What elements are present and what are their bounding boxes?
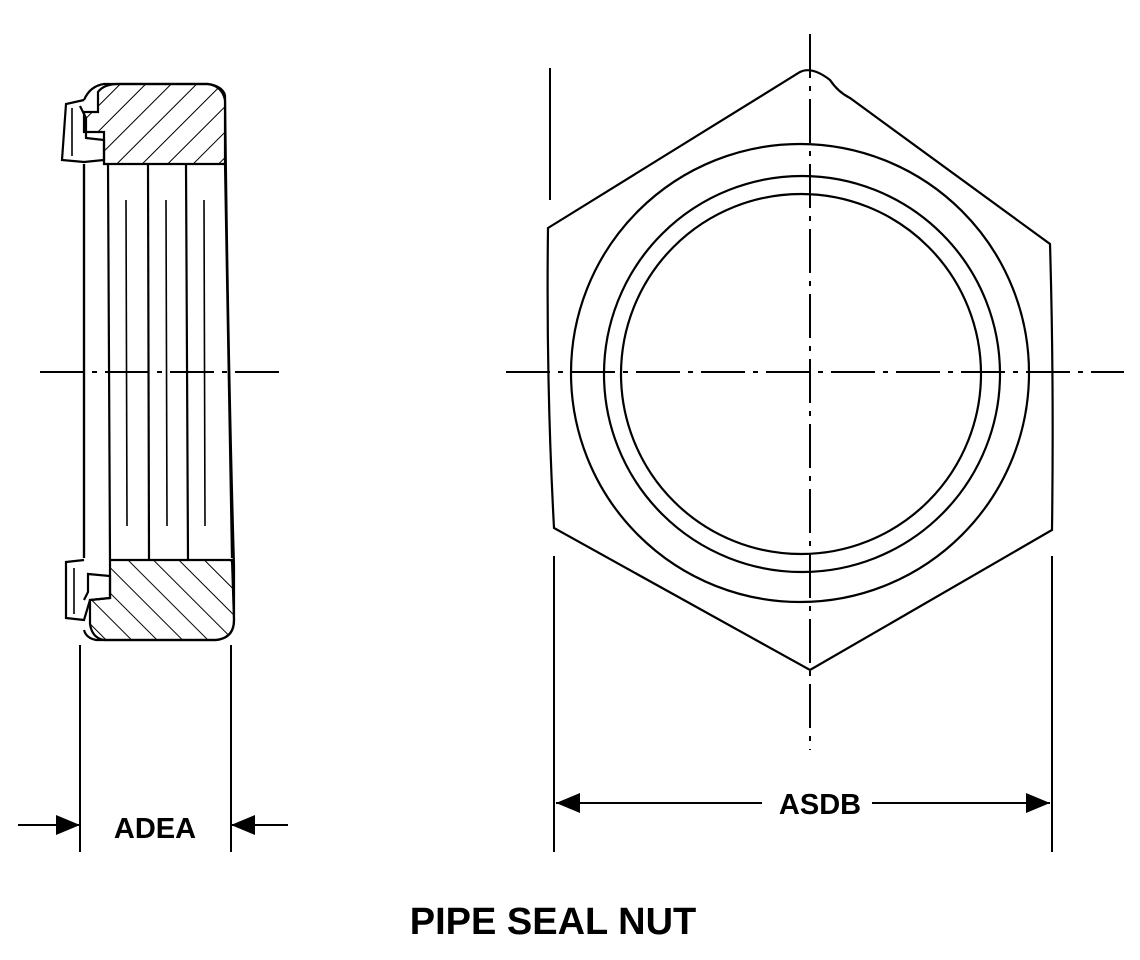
inner-bore-circle (619, 192, 983, 556)
outer-face-circle (569, 142, 1031, 604)
width-dimension: ADEA (18, 645, 288, 852)
across-flats-dimension-label: ASDB (779, 789, 861, 821)
drawing-title: PIPE SEAL NUT (410, 901, 696, 943)
hex-outline (546, 69, 1054, 672)
thread-shade-line-1 (125, 199, 128, 527)
middle-bore-circle (602, 174, 1002, 574)
across-flats-dimension: ASDB (549, 68, 1053, 852)
side-view-right-edge (223, 163, 234, 559)
thread-band-line-2 (146, 163, 151, 561)
side-section-view (40, 82, 285, 642)
thread-shade-line-2 (165, 199, 168, 527)
bottom-seal-lip (64, 558, 112, 622)
side-view-body-outline (82, 82, 236, 642)
top-hatched-section (82, 82, 227, 166)
top-seal-lip (60, 98, 106, 164)
front-hex-view (506, 34, 1124, 750)
bottom-hatched-section (88, 558, 236, 642)
thread-band-line-1 (106, 163, 112, 561)
thread-shade-line-3 (203, 199, 206, 527)
thread-band-line-3 (184, 163, 190, 561)
width-dimension-label: ADEA (114, 813, 196, 845)
